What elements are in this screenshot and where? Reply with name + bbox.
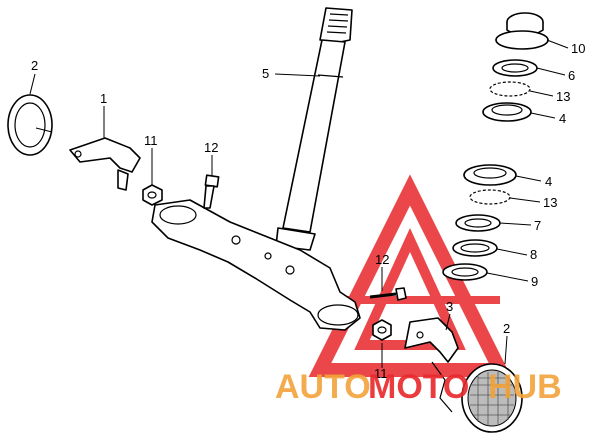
bolt-part-12-bottom: [369, 287, 407, 301]
callout-11-top: 11: [144, 133, 158, 148]
nut-part-11-top: [142, 184, 163, 206]
callout-4-bottom: 4: [545, 174, 552, 189]
top-nut-part-10: [495, 12, 549, 50]
callout-13-top: 13: [556, 89, 570, 104]
ball-race-part-4-top: [482, 102, 532, 122]
callout-13-bottom: 13: [543, 195, 557, 210]
bracket-part-1: [69, 137, 141, 191]
leader-lines: [29, 39, 569, 368]
callout-7: 7: [534, 218, 541, 233]
washer-part-9: [442, 263, 488, 281]
steering-stem-part-5: [275, 7, 353, 251]
callout-12-top: 12: [204, 140, 218, 155]
steel-balls-part-13-top: [489, 81, 531, 97]
watermark-auto: AUTO: [275, 368, 371, 406]
reflector-part-2-right: [461, 363, 523, 433]
reflector-stay-part-3: [404, 317, 459, 413]
cone-race-part-6: [492, 59, 538, 77]
callout-5: 5: [262, 66, 269, 81]
callout-1: 1: [100, 91, 107, 106]
steel-balls-part-13-bottom: [469, 189, 511, 205]
nut-part-11-bottom: [372, 319, 392, 341]
dust-seal-part-8: [452, 239, 498, 257]
watermark-hub: HUB: [488, 368, 562, 406]
callout-labels: 10 6 13 4 5 2 1 11 12 4 13 7 8 9 12 3 2 …: [31, 41, 585, 381]
bolt-part-12-top: [203, 174, 220, 209]
reflector-part-2-left: [7, 94, 53, 156]
callout-9: 9: [531, 274, 538, 289]
watermark-text: AUTO MOTO HUB: [275, 368, 562, 406]
callout-3: 3: [446, 299, 453, 314]
watermark-moto: MOTO: [368, 368, 469, 406]
callout-4-top: 4: [559, 111, 566, 126]
callout-10: 10: [571, 41, 585, 56]
callout-12-bottom: 12: [375, 252, 389, 267]
callout-6: 6: [568, 68, 575, 83]
lower-bracket: [151, 199, 361, 331]
callout-2-right: 2: [503, 321, 510, 336]
callout-2-left: 2: [31, 58, 38, 73]
callout-8: 8: [530, 247, 537, 262]
cone-race-part-7: [455, 214, 501, 232]
callout-11-bottom: 11: [374, 366, 388, 381]
ball-race-part-4-bottom: [463, 164, 517, 186]
